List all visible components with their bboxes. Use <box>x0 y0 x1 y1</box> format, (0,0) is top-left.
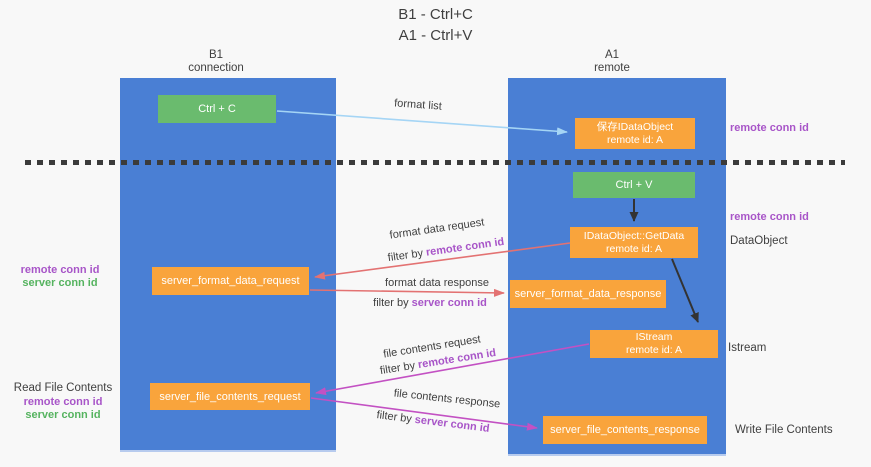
lifeline-a1-name: A1 <box>604 49 620 61</box>
annotation-read-file-contents: Read File Contents <box>13 382 113 394</box>
lifeline-header-a1: A1 remote <box>542 49 682 75</box>
title-line-2: A1 - Ctrl+V <box>398 27 473 44</box>
ctrl-v-box: Ctrl + V <box>573 172 695 198</box>
annotation-remote-conn-id-top: remote conn id <box>730 122 809 134</box>
lifeline-a1-role: remote <box>594 62 630 74</box>
server-format-data-response-label: server_format_data_response <box>514 288 662 300</box>
lifeline-header-b1: B1 connection <box>146 49 286 75</box>
diagram-title: B1 - Ctrl+C A1 - Ctrl+V <box>0 4 871 46</box>
server-format-data-response-box: server_format_data_response <box>510 280 666 308</box>
label-format-list: format list <box>393 97 443 113</box>
label-file-contents-response: file contents response <box>393 387 501 411</box>
filter-remote-conn-id-1: remote conn id <box>425 235 505 259</box>
server-file-contents-response-label: server_file_contents_response <box>550 424 700 436</box>
annotation-left-remote-conn-id-1: remote conn id <box>20 264 100 276</box>
server-format-data-request-label: server_format_data_request <box>161 275 300 287</box>
ctrl-c-box: Ctrl + C <box>158 95 276 123</box>
annotation-left-conn-ids-top: remote conn id server conn id <box>10 264 110 290</box>
filter-server-conn-id-2: server conn id <box>414 413 491 435</box>
istream-line2: remote id: A <box>625 344 683 356</box>
annotation-left-server-conn-id-2: server conn id <box>25 409 101 421</box>
annotation-left-read-file-contents-group: Read File Contents remote conn id server… <box>8 381 118 422</box>
format-data-response-arrow <box>309 288 505 297</box>
filter-server-conn-id-1: server conn id <box>411 297 487 309</box>
label-format-data-response: format data response <box>385 277 489 289</box>
annotation-dataobject: DataObject <box>730 235 788 247</box>
label-filter-by-server-1: filter by server conn id <box>370 297 490 309</box>
getdata-line2: remote id: A <box>605 242 663 255</box>
save-idataobject-line1: 保存IDataObject <box>596 120 674 133</box>
filter-by-text-2: filter by <box>373 297 412 309</box>
save-idataobject-box: 保存IDataObject remote id: A <box>575 118 695 149</box>
idataobject-getdata-box: IDataObject::GetData remote id: A <box>570 227 698 258</box>
title-line-1: B1 - Ctrl+C <box>398 6 473 23</box>
save-idataobject-line2: remote id: A <box>606 133 664 146</box>
lifeline-b1-name: B1 <box>208 49 224 61</box>
filter-by-text-1: filter by <box>387 246 427 265</box>
server-format-data-request-box: server_format_data_request <box>152 267 309 295</box>
server-file-contents-request-box: server_file_contents_request <box>150 383 310 410</box>
lifeline-b1-role: connection <box>188 62 244 74</box>
filter-by-text-3: filter by <box>379 359 420 378</box>
server-file-contents-response-box: server_file_contents_response <box>543 416 707 444</box>
annotation-left-remote-conn-id-2: remote conn id <box>23 396 103 408</box>
istream-box: IStream remote id: A <box>590 330 718 358</box>
istream-line1: IStream <box>635 331 673 343</box>
annotation-write-file-contents: Write File Contents <box>735 424 833 436</box>
filter-by-text-4: filter by <box>375 409 416 426</box>
ctrl-c-label: Ctrl + C <box>198 103 236 115</box>
phase-separator-dashed-line <box>25 160 845 165</box>
server-file-contents-request-label: server_file_contents_request <box>159 390 301 403</box>
annotation-left-server-conn-id-1: server conn id <box>22 277 98 289</box>
label-filter-by-server-2: filter by server conn id <box>372 409 495 436</box>
getdata-line1: IDataObject::GetData <box>583 229 685 242</box>
ctrl-v-label: Ctrl + V <box>615 179 653 191</box>
annotation-remote-conn-id-mid: remote conn id <box>730 211 809 223</box>
annotation-istream: Istream <box>728 342 767 354</box>
